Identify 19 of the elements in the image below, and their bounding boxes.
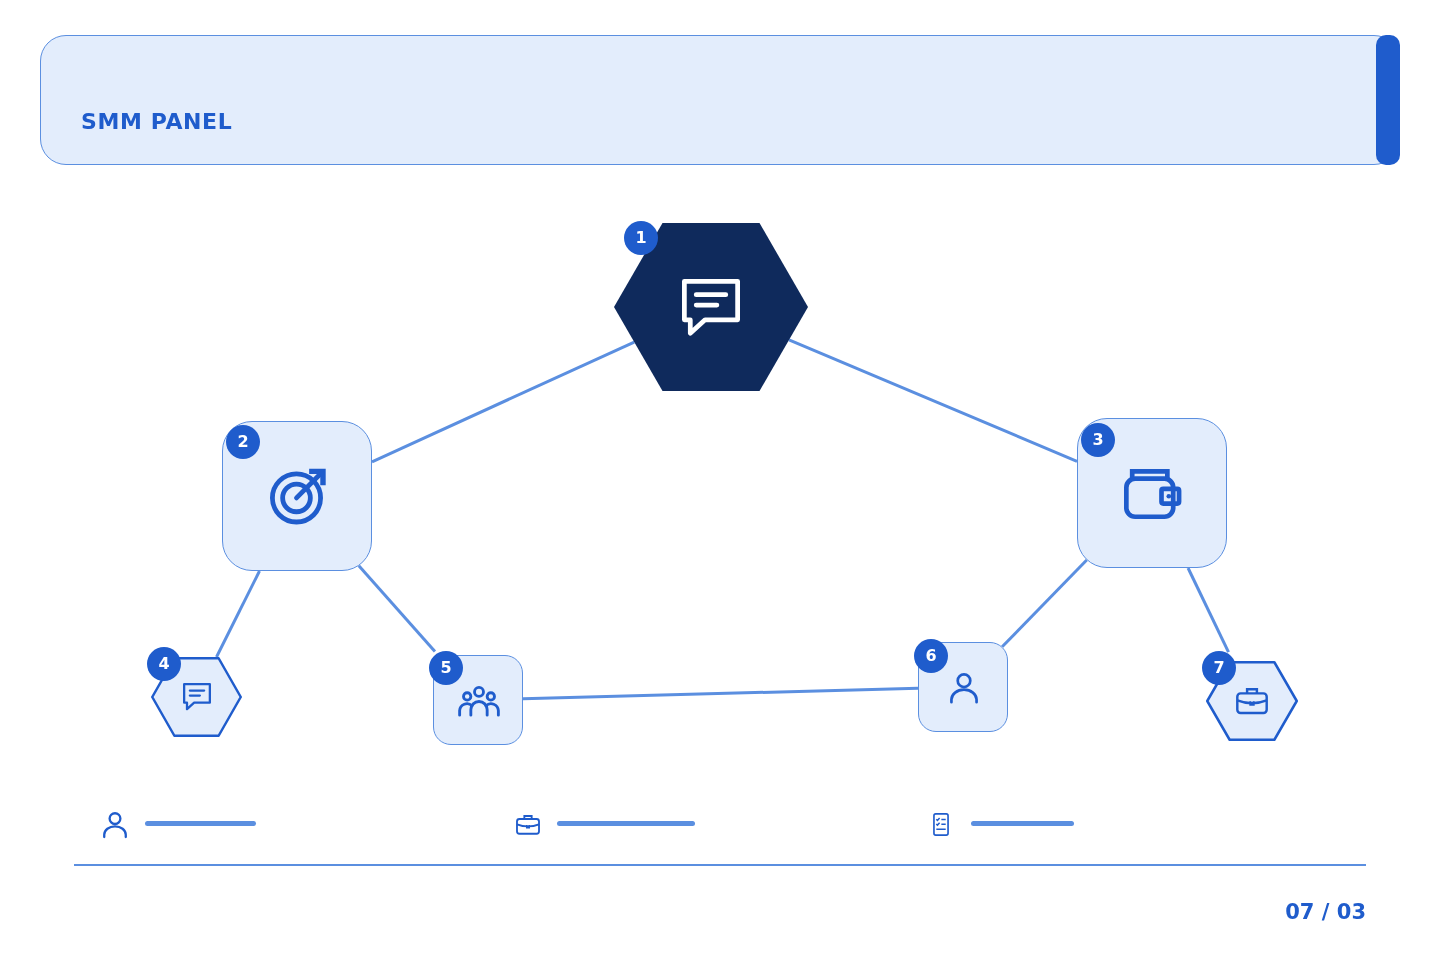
rounded-square-node xyxy=(222,421,372,571)
connector-line xyxy=(371,340,635,464)
connector-line xyxy=(1186,567,1230,653)
step-number: 3 xyxy=(1081,423,1115,457)
step-number: 5 xyxy=(429,651,463,685)
connector-line xyxy=(357,564,437,653)
step-number: 6 xyxy=(914,639,948,673)
rounded-square-node xyxy=(1077,418,1227,568)
connector-line xyxy=(788,338,1078,463)
step-number: 4 xyxy=(147,647,181,681)
step-number: 7 xyxy=(1202,651,1236,685)
connector-line xyxy=(522,686,919,701)
hexagon-node xyxy=(614,223,808,391)
page-title: SMM PANEL xyxy=(81,109,233,135)
step-number: 2 xyxy=(226,425,260,459)
step-number: 1 xyxy=(624,221,658,255)
page-number: 07 / 03 xyxy=(1285,899,1366,925)
connector-line xyxy=(215,570,261,658)
connector-line xyxy=(1001,558,1088,648)
